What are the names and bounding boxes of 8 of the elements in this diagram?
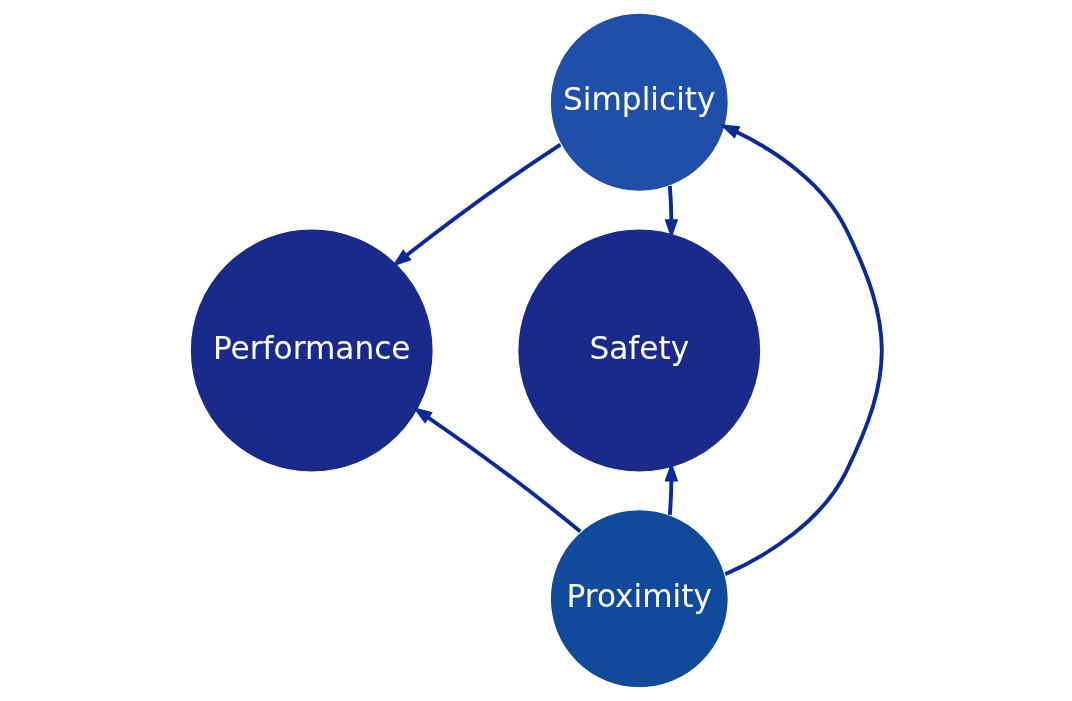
node-circle: Simplicity — [549, 12, 729, 192]
arrow — [664, 461, 679, 516]
arrow — [664, 185, 679, 239]
arrow — [392, 143, 562, 267]
arrow — [412, 407, 582, 534]
node-circle: Proximity — [549, 509, 729, 689]
arrow — [719, 124, 884, 577]
node-circle: Safety — [517, 228, 762, 473]
